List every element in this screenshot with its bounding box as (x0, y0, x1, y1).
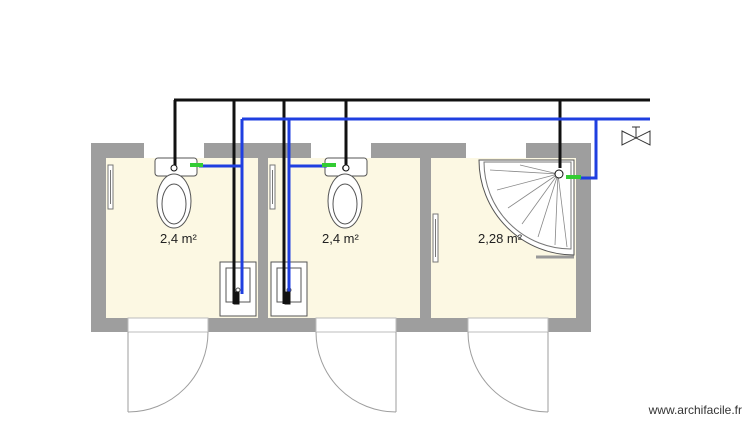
valve-icon[interactable] (621, 126, 651, 146)
towel-rail-1 (107, 164, 114, 210)
wash-basin-1 (219, 261, 257, 317)
window-3 (466, 143, 526, 158)
door-1[interactable] (127, 331, 209, 413)
door-opening-1 (127, 317, 209, 333)
tap-outlets (170, 164, 564, 305)
room-area-label-1: 2,4 m² (160, 231, 198, 246)
drain-pipe-network (173, 98, 650, 304)
watermark: www.archifacile.fr (648, 403, 742, 417)
toilet-2 (324, 157, 368, 229)
shower-tray (478, 159, 575, 259)
room-area-label-3: 2,28 m² (478, 231, 523, 246)
room-area-label-2: 2,4 m² (322, 231, 360, 246)
door-3[interactable] (467, 331, 549, 413)
green-connectors (190, 163, 581, 179)
towel-rail-2 (269, 164, 276, 210)
window-2 (311, 143, 371, 158)
water-supply-network (199, 117, 650, 294)
door-2[interactable] (315, 331, 397, 413)
towel-rail-3 (432, 213, 439, 263)
door-opening-2 (315, 317, 397, 333)
door-opening-3 (467, 317, 549, 333)
